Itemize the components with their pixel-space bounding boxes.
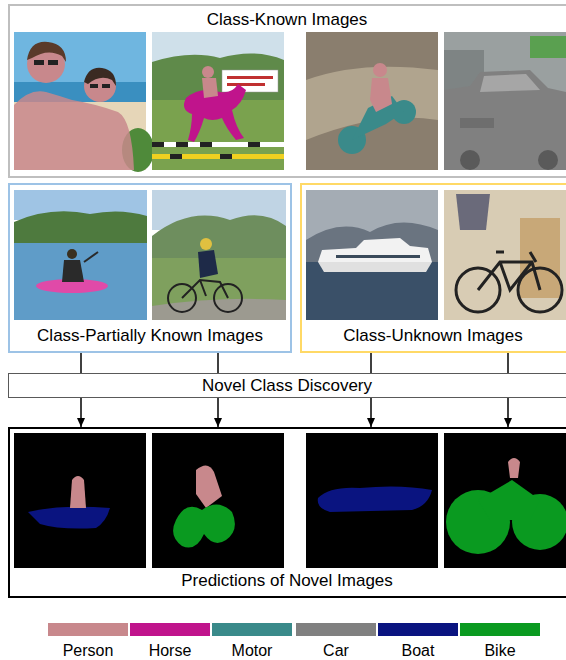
connector <box>507 353 509 373</box>
unknown-images-panel: Class-Unknown Images <box>300 183 566 353</box>
legend-label: Person <box>38 641 138 660</box>
connector <box>217 398 219 427</box>
legend-label: Car <box>286 641 386 660</box>
connector <box>507 398 509 427</box>
photo-ship <box>306 190 438 320</box>
process-box: Novel Class Discovery <box>8 373 566 398</box>
known-images-panel: Class-Known Images <box>8 4 566 178</box>
connector <box>370 353 372 373</box>
legend-swatch <box>48 623 128 636</box>
photo-kayak <box>14 190 147 320</box>
prediction-masks <box>14 433 566 568</box>
panel-label: Class-Unknown Images <box>339 326 527 346</box>
panel-label: Class-Known Images <box>203 10 372 30</box>
panel-label: Novel Class Discovery <box>198 376 376 396</box>
predictions-panel: Predictions of Novel Images <box>8 427 566 598</box>
legend-label: Boat <box>368 641 468 660</box>
legend-label: Horse <box>120 641 220 660</box>
photo-motocross <box>306 32 438 170</box>
photo-cyclist <box>152 190 286 320</box>
panel-label: Class-Partially Known Images <box>33 326 267 346</box>
legend-swatch <box>378 623 458 636</box>
photo-beach <box>14 32 154 172</box>
photo-cars <box>444 32 566 170</box>
partial-images-panel: Class-Partially Known Images <box>8 183 292 353</box>
photo-bike-room <box>444 190 566 320</box>
legend-swatch <box>212 623 292 636</box>
legend-label: Motor <box>202 641 302 660</box>
connector <box>217 353 219 373</box>
panel-label: Predictions of Novel Images <box>177 571 397 591</box>
connector <box>80 398 82 427</box>
legend-swatch <box>296 623 376 636</box>
connector <box>370 398 372 427</box>
photo-horse-jump <box>152 32 284 170</box>
legend-swatch <box>130 623 210 636</box>
legend-label: Bike <box>450 641 550 660</box>
legend-swatch <box>460 623 540 636</box>
connector <box>80 353 82 373</box>
